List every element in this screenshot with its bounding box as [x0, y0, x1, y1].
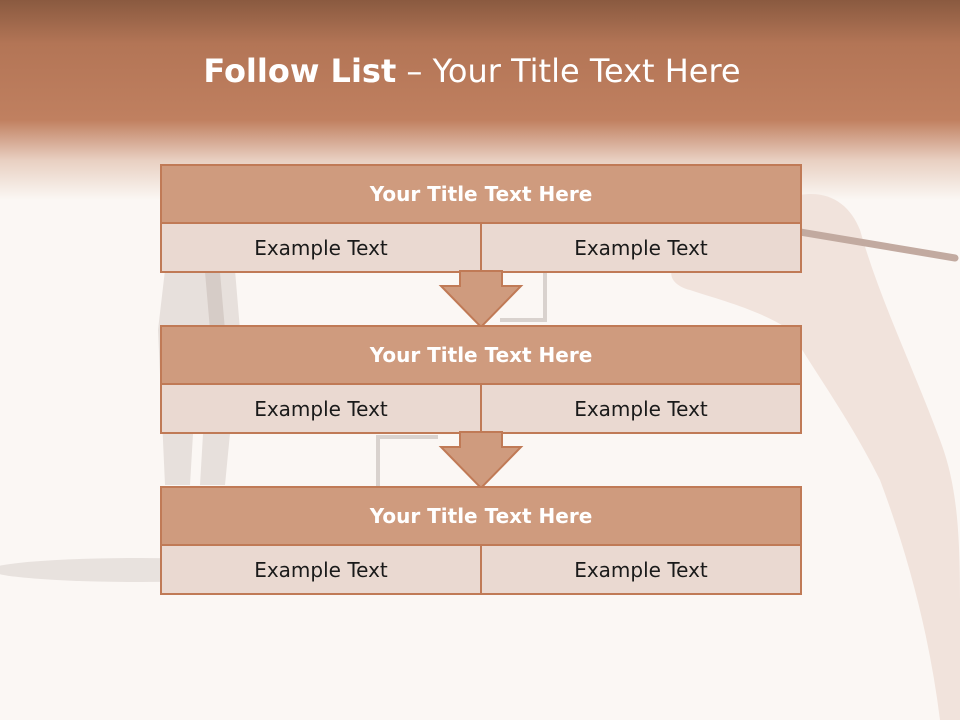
block-row: Example Text Example Text	[162, 546, 800, 593]
slide-title-bold: Follow List	[203, 52, 397, 90]
block-cell-right: Example Text	[482, 385, 800, 432]
down-arrow-icon	[438, 270, 524, 329]
block-cell-right: Example Text	[482, 224, 800, 271]
block-cell-left: Example Text	[162, 546, 480, 593]
block-cell-left: Example Text	[162, 385, 480, 432]
block-title: Your Title Text Here	[162, 327, 800, 383]
block-cell-left: Example Text	[162, 224, 480, 271]
block-row: Example Text Example Text	[162, 224, 800, 271]
slide-title-rest: – Your Title Text Here	[396, 52, 741, 90]
block-title: Your Title Text Here	[162, 166, 800, 222]
block-title: Your Title Text Here	[162, 488, 800, 544]
list-block-1: Your Title Text Here Example Text Exampl…	[160, 164, 802, 273]
block-row: Example Text Example Text	[162, 385, 800, 432]
down-arrow-icon	[438, 431, 524, 490]
block-cell-right: Example Text	[482, 546, 800, 593]
list-block-2: Your Title Text Here Example Text Exampl…	[160, 325, 802, 434]
slide-title: Follow List – Your Title Text Here	[0, 52, 944, 90]
list-block-3: Your Title Text Here Example Text Exampl…	[160, 486, 802, 595]
